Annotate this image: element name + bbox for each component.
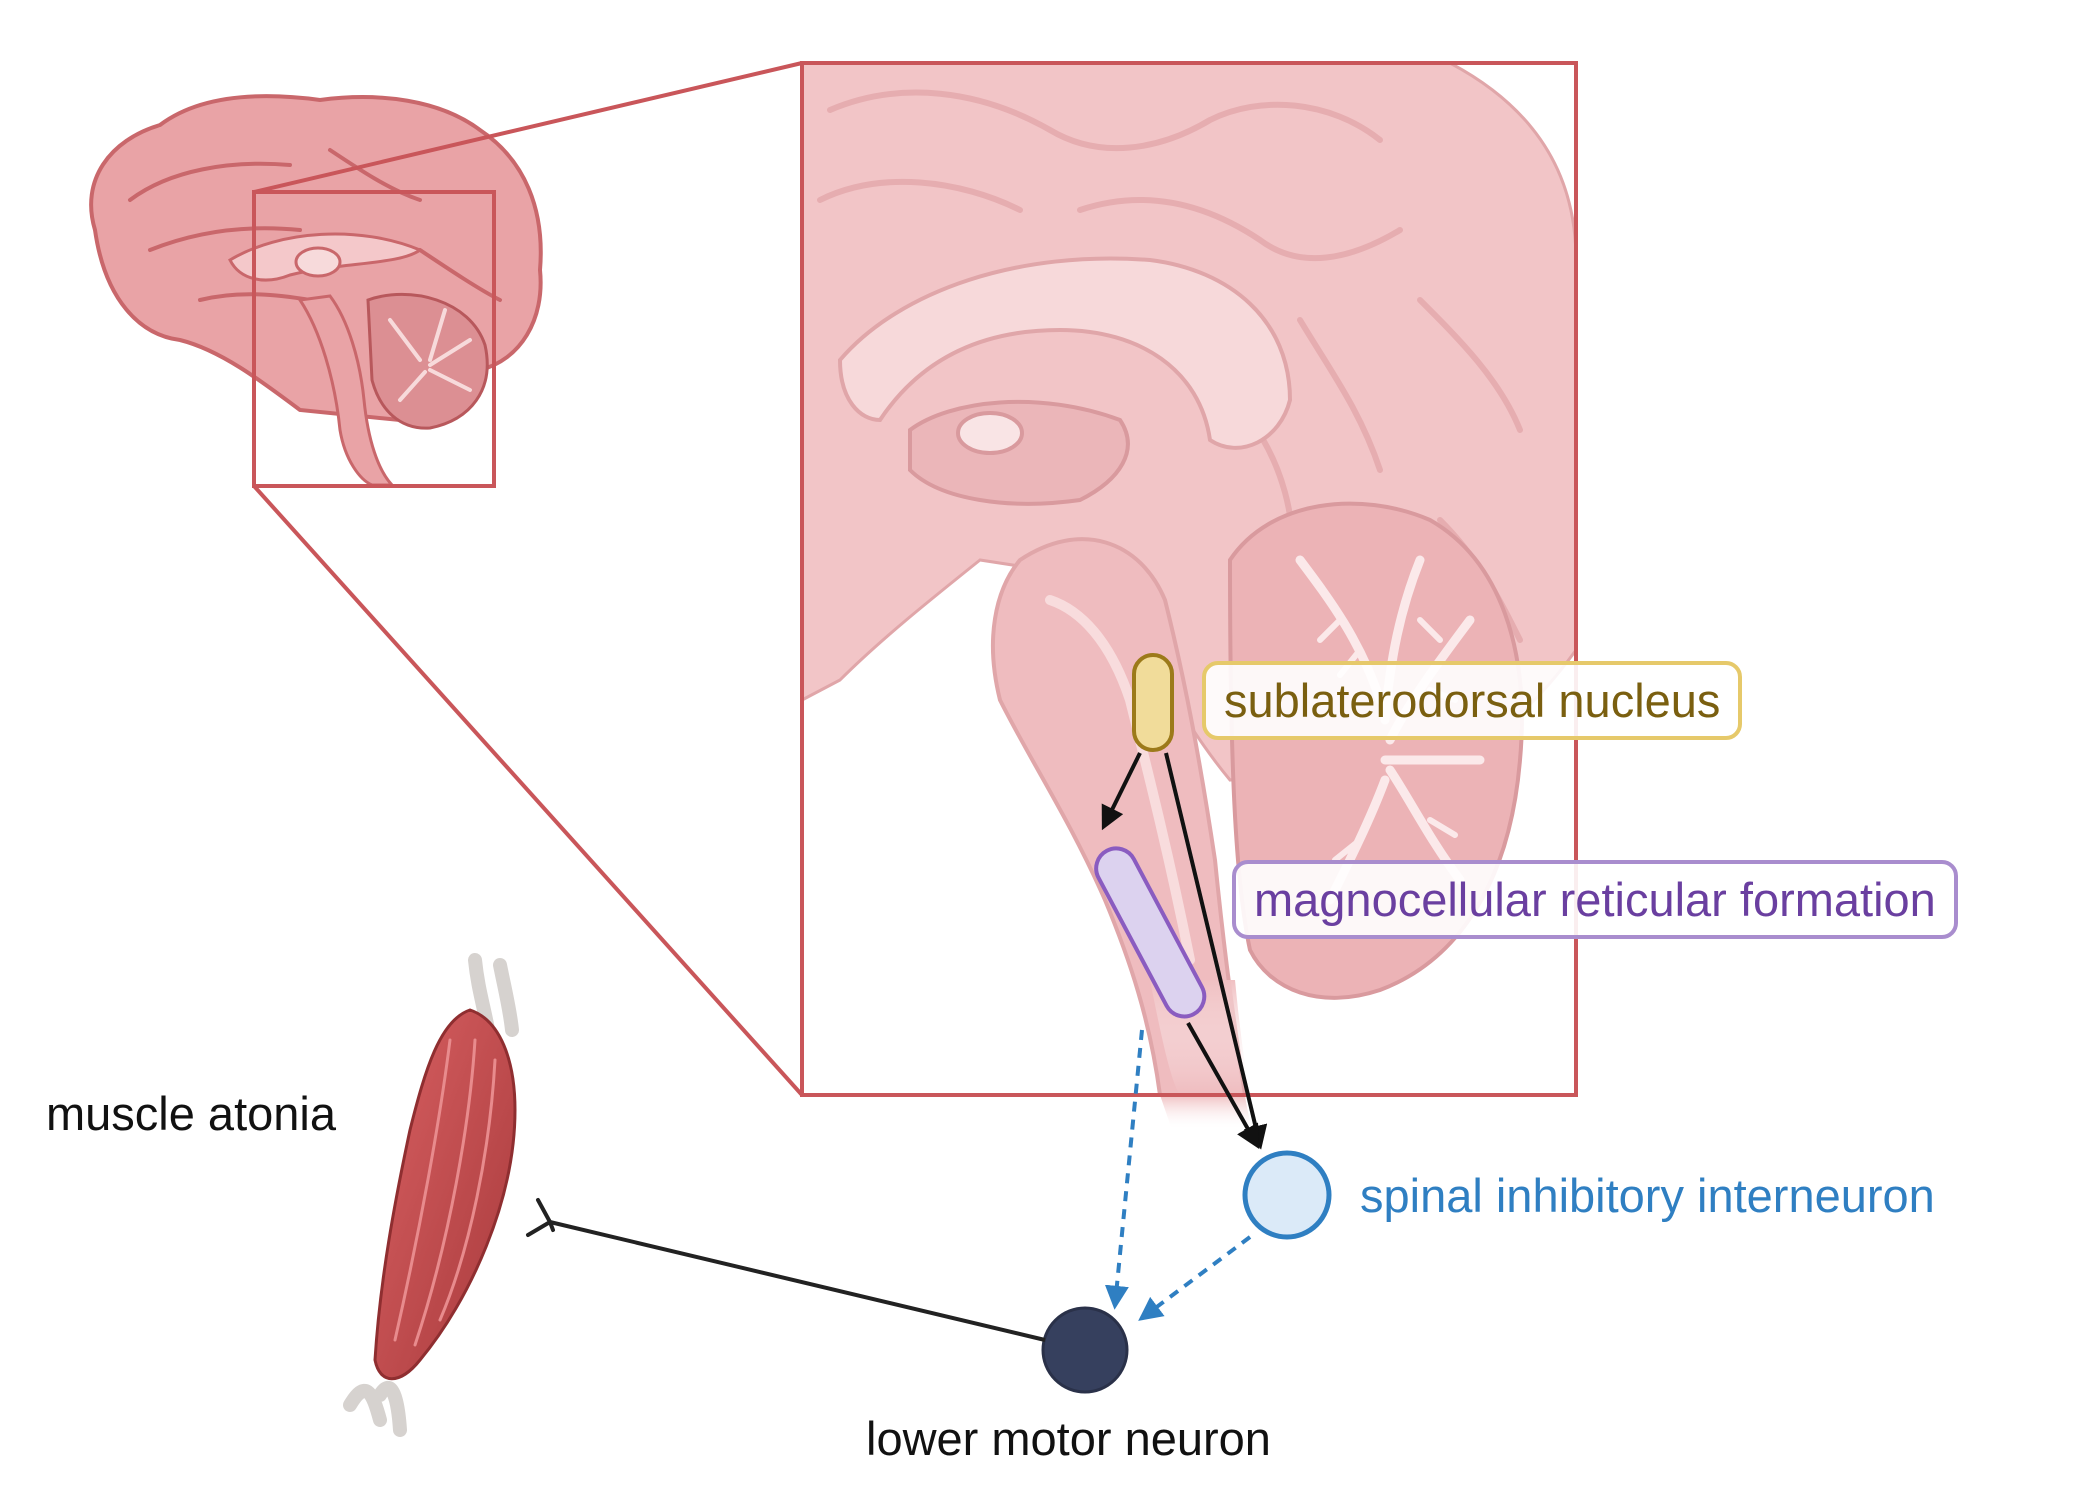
sublaterodorsal-nucleus-label: sublaterodorsal nucleus (1202, 661, 1743, 740)
spinal-inhibitory-interneuron-label: spinal inhibitory interneuron (1360, 1169, 1935, 1222)
motor-axon (549, 1220, 1046, 1342)
zoom-frame (800, 61, 1578, 1097)
sublaterodorsal-nucleus-marker (1132, 653, 1174, 752)
muscle-atonia-label: muscle atonia (46, 1087, 336, 1140)
muscle-illustration (343, 953, 519, 1437)
magnocellular-reticular-formation-label: magnocellular reticular formation (1232, 860, 1958, 939)
arrow-sld-to-mrf (1101, 752, 1142, 831)
spinal-inhibitory-interneuron-node (1242, 1150, 1332, 1240)
arrow-sld-to-interneuron (1164, 752, 1268, 1150)
spinal-cord-fade (1160, 1095, 1252, 1130)
lower-motor-neuron-label: lower motor neuron (866, 1412, 1271, 1465)
thalamus (956, 411, 1024, 455)
arrow-interneuron-to-motor-neuron (1138, 1235, 1252, 1321)
lower-motor-neuron-node (1041, 1306, 1129, 1394)
arrow-mrf-to-interneuron (1186, 1022, 1260, 1150)
zoomed-brain-illustration (802, 63, 1576, 1095)
axon-terminal (526, 1198, 555, 1237)
zoom-connector-bottom (252, 484, 804, 1097)
small-zoom-box (252, 190, 496, 488)
whole-brain-illustration (89, 94, 543, 487)
magnocellular-reticular-formation-marker (1094, 846, 1207, 1019)
corpus-callosum (837, 256, 1293, 450)
zoom-connector-top (253, 61, 803, 194)
